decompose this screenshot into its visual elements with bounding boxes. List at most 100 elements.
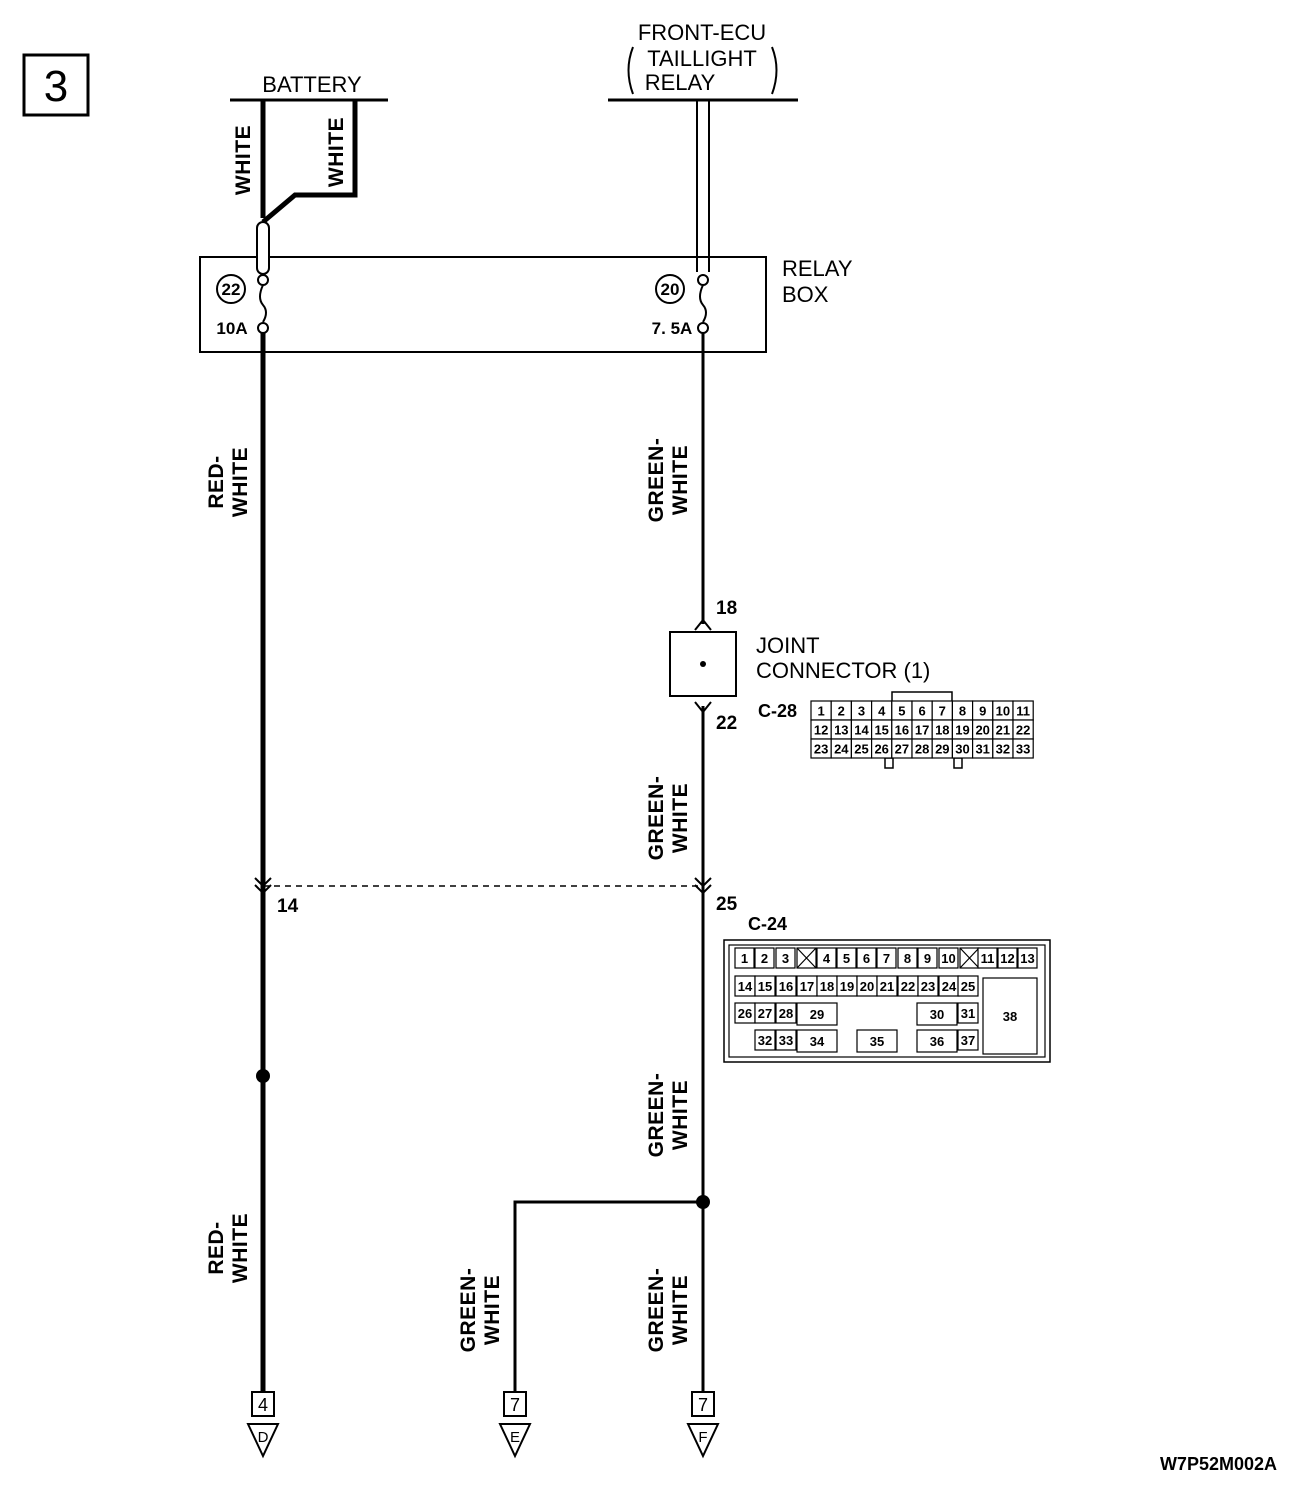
c28-pin-9-label: 9 bbox=[979, 704, 986, 719]
front-ecu-line1: FRONT-ECU bbox=[638, 20, 766, 45]
c24-pin-3: 3 bbox=[775, 947, 796, 969]
c28-pin-3-label: 3 bbox=[858, 704, 865, 719]
c28-pin-4: 4 bbox=[870, 700, 893, 721]
c24-pin-11: 11 bbox=[977, 947, 998, 969]
green-white-label-1b: WHITE bbox=[669, 445, 692, 515]
c24-pin-2-label: 2 bbox=[761, 951, 768, 966]
c24-code: C-24 bbox=[748, 914, 787, 934]
fuse-20-number: 20 bbox=[661, 280, 680, 299]
c24-pin-26: 26 bbox=[734, 1002, 756, 1024]
c24-pin-27-label: 27 bbox=[758, 1006, 772, 1021]
c28-pin-2-label: 2 bbox=[838, 704, 845, 719]
green-white-label-4b: WHITE bbox=[669, 1275, 692, 1345]
c24-pin-6-label: 6 bbox=[863, 951, 870, 966]
fuse-22-rating: 10A bbox=[216, 319, 247, 338]
c24-pin-37: 37 bbox=[957, 1029, 979, 1051]
c28-pin-12-label: 12 bbox=[814, 723, 828, 738]
c28-pin-25-label: 25 bbox=[854, 742, 868, 757]
battery-source: BATTERY WHITE WHITE bbox=[230, 72, 388, 224]
c28-code: C-28 bbox=[758, 701, 797, 721]
green-white-branch-label-b: WHITE bbox=[481, 1275, 504, 1345]
c24-pin-15: 15 bbox=[754, 975, 776, 997]
c28-pin-24-label: 24 bbox=[834, 742, 849, 757]
joint-pin-out: 22 bbox=[716, 713, 737, 734]
c28-pin-27: 27 bbox=[891, 738, 913, 759]
c24-pin-7-label: 7 bbox=[883, 951, 890, 966]
c24-pin-22-label: 22 bbox=[901, 979, 915, 994]
front-ecu-line3: RELAY bbox=[645, 70, 716, 95]
joint-label-1: JOINT bbox=[756, 633, 820, 658]
c24-pin-23: 23 bbox=[917, 975, 939, 997]
c28-pin-33-label: 33 bbox=[1016, 742, 1030, 757]
c24-pin-34: 34 bbox=[796, 1029, 838, 1053]
green-white-wire: GREEN- WHITE GREEN- WHITE GREEN- WHITE G… bbox=[457, 333, 710, 1392]
c24-pin-3-label: 3 bbox=[782, 951, 789, 966]
c28-pin-30-label: 30 bbox=[955, 742, 969, 757]
c24-pin-25-label: 25 bbox=[961, 979, 975, 994]
c24-pin-30: 30 bbox=[916, 1002, 958, 1026]
c28-pin-12: 12 bbox=[810, 719, 832, 740]
c28-pin-23-label: 23 bbox=[814, 742, 828, 757]
c24-pin-left: 14 bbox=[277, 896, 299, 917]
page-number-box: 3 bbox=[22, 53, 90, 117]
c24-pin-21-label: 21 bbox=[880, 979, 894, 994]
c28-pin-10: 10 bbox=[992, 700, 1014, 721]
c24-pin-25: 25 bbox=[957, 975, 979, 997]
red-white-label-2a: RED- bbox=[205, 1221, 228, 1274]
c28-pin-14: 14 bbox=[850, 719, 873, 740]
c24-pin-20: 20 bbox=[856, 975, 878, 997]
c28-pin-21: 21 bbox=[992, 719, 1014, 740]
c28-pin-1-label: 1 bbox=[817, 704, 824, 719]
c28-pin-20: 20 bbox=[971, 719, 994, 740]
c24-pin-12: 12 bbox=[997, 947, 1018, 969]
c28-pin-11: 11 bbox=[1012, 700, 1034, 721]
c24-pin-27: 27 bbox=[754, 1002, 776, 1024]
c24-pin-14: 14 bbox=[734, 975, 756, 997]
c28-pin-21-label: 21 bbox=[996, 723, 1010, 738]
c28-pin-20-label: 20 bbox=[975, 723, 989, 738]
c24-pin-4-label: 4 bbox=[823, 951, 831, 966]
c28-pin-6-label: 6 bbox=[918, 704, 925, 719]
c28-pin-32: 32 bbox=[992, 738, 1014, 759]
c28-pin-33: 33 bbox=[1012, 738, 1034, 759]
diagram-code: W7P52M002A bbox=[1160, 1454, 1277, 1474]
c24-pin-36-label: 36 bbox=[930, 1034, 944, 1049]
relay-box-label-1: RELAY bbox=[782, 256, 853, 281]
c28-pin-17: 17 bbox=[911, 719, 933, 740]
c28-pin-5-label: 5 bbox=[898, 704, 905, 719]
c24-pin-35: 35 bbox=[856, 1029, 898, 1053]
c24-pin-8: 8 bbox=[897, 947, 918, 969]
c28-pin-9: 9 bbox=[971, 700, 994, 721]
c28-pin-8-label: 8 bbox=[959, 704, 966, 719]
c24-pin-28: 28 bbox=[775, 1002, 797, 1024]
c28-pin-16: 16 bbox=[891, 719, 913, 740]
red-white-splice bbox=[256, 1069, 270, 1083]
relay-box: RELAY BOX 22 10A 20 7. 5A bbox=[199, 221, 853, 353]
terminal-f: 7F bbox=[686, 1391, 720, 1459]
fuse-22-number: 22 bbox=[222, 280, 241, 299]
c28-pin-22: 22 bbox=[1012, 719, 1034, 740]
c24-pin-14-label: 14 bbox=[738, 979, 753, 994]
terminal-d: 4D bbox=[246, 1391, 280, 1459]
c24-pin-5-label: 5 bbox=[843, 951, 850, 966]
c28-pin-3: 3 bbox=[850, 700, 873, 721]
c24-pin-8-label: 8 bbox=[904, 951, 911, 966]
c24-pin-33-label: 33 bbox=[779, 1033, 793, 1048]
red-white-label-1b: WHITE bbox=[229, 447, 252, 517]
red-white-wire: RED- WHITE RED- WHITE bbox=[205, 333, 270, 1392]
c28-pin-29-label: 29 bbox=[935, 742, 949, 757]
c24-pin-13-label: 13 bbox=[1020, 951, 1034, 966]
c28-pin-27-label: 27 bbox=[895, 742, 909, 757]
c28-pin-26-label: 26 bbox=[874, 742, 888, 757]
c24-pin-31: 31 bbox=[957, 1002, 979, 1024]
green-white-branch bbox=[513, 1200, 703, 1392]
terminal-d-num: 4 bbox=[258, 1395, 268, 1415]
c24-pin-18-label: 18 bbox=[820, 979, 834, 994]
c24-pin-16-label: 16 bbox=[779, 979, 793, 994]
c24-pin-36: 36 bbox=[916, 1029, 958, 1053]
red-white-label-2b: WHITE bbox=[229, 1213, 252, 1283]
c24-pin-13: 13 bbox=[1017, 947, 1038, 969]
terminal-f-letter: F bbox=[698, 1429, 707, 1446]
c28-pin-18: 18 bbox=[931, 719, 954, 740]
